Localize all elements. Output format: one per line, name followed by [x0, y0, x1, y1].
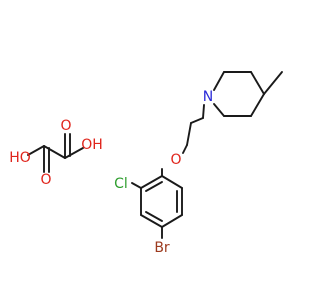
bond [131, 182, 142, 189]
bond [186, 122, 192, 146]
methylpiperidine-ring: N [203, 71, 283, 117]
hydroxyl-label: OH [81, 137, 103, 153]
bond [263, 71, 283, 95]
oxalic-acid: HO OH O O [9, 118, 103, 188]
chlorobromophenyl-ring: Cl Br [114, 168, 183, 256]
bond [161, 214, 183, 228]
bond [161, 175, 183, 189]
bond [250, 93, 265, 117]
bond [202, 104, 205, 119]
bond [43, 145, 66, 159]
butyl-ether-chain: O [170, 104, 205, 168]
bond [182, 144, 188, 154]
bond [145, 181, 163, 192]
bond [213, 103, 225, 117]
hydroxyl-label: HO [9, 150, 31, 166]
chlorine-label: Cl [114, 176, 128, 192]
ether-oxygen-label: O [170, 152, 181, 168]
molecule-diagram: HO OH O O Cl Br O N [9, 71, 283, 256]
bond [27, 145, 45, 156]
bond [140, 175, 163, 189]
carbonyl-oxygen-label: O [60, 118, 71, 134]
bond [140, 214, 163, 228]
bond [190, 117, 204, 124]
bond [64, 147, 84, 159]
bromine-label: Br [154, 240, 170, 256]
nitrogen-label: N [203, 89, 213, 105]
carbonyl-oxygen-label: O [40, 172, 51, 188]
bond [250, 71, 265, 95]
bond [145, 211, 163, 222]
bond [213, 71, 225, 91]
